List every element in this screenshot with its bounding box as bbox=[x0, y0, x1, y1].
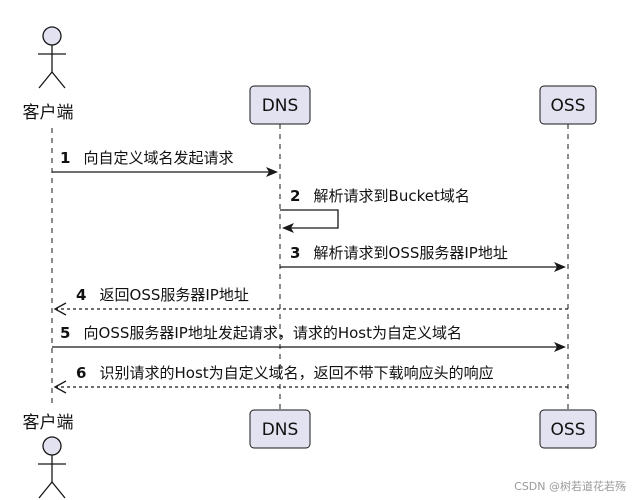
message-4-label: 4 返回OSS服务器IP地址 bbox=[76, 285, 249, 304]
message-6: 6 识别请求的Host为自定义域名，返回不带下载响应头的响应 bbox=[53, 363, 568, 394]
message-3: 3 解析请求到OSS服务器IP地址 bbox=[280, 243, 566, 272]
message-1-label: 1 向自定义域名发起请求 bbox=[60, 148, 234, 167]
message-6-text: 识别请求的Host为自定义域名，返回不带下载响应头的响应 bbox=[100, 364, 494, 382]
message-5-text: 向OSS服务器IP地址发起请求，请求的Host为自定义域名 bbox=[84, 324, 462, 342]
watermark-text: CSDN @树若道花若殇 bbox=[514, 480, 626, 493]
message-5: 5 向OSS服务器IP地址发起请求，请求的Host为自定义域名 bbox=[52, 323, 566, 352]
message-5-label: 5 向OSS服务器IP地址发起请求，请求的Host为自定义域名 bbox=[60, 323, 462, 342]
arrow-left-icon bbox=[282, 223, 294, 233]
client-label-top: 客户端 bbox=[23, 103, 74, 123]
message-1: 1 向自定义域名发起请求 bbox=[52, 148, 278, 177]
client-label-bottom: 客户端 bbox=[23, 413, 74, 433]
message-3-label: 3 解析请求到OSS服务器IP地址 bbox=[290, 243, 508, 262]
oss-participant-bottom: OSS bbox=[539, 409, 597, 449]
message-5-number: 5 bbox=[60, 324, 70, 342]
message-4-text: 返回OSS服务器IP地址 bbox=[100, 286, 249, 304]
dns-label-bottom: DNS bbox=[262, 420, 299, 440]
arrow-right-icon bbox=[554, 342, 566, 352]
message-3-number: 3 bbox=[290, 244, 300, 262]
arrow-left-open-icon bbox=[53, 302, 67, 316]
message-4-number: 4 bbox=[76, 286, 86, 304]
oss-label-bottom: OSS bbox=[551, 420, 586, 440]
arrow-right-icon bbox=[266, 167, 278, 177]
message-6-number: 6 bbox=[76, 364, 86, 382]
message-2-text: 解析请求到Bucket域名 bbox=[314, 187, 470, 205]
oss-participant-top: OSS bbox=[539, 85, 597, 125]
message-2-number: 2 bbox=[290, 187, 300, 205]
message-1-number: 1 bbox=[60, 149, 70, 167]
message-6-label: 6 识别请求的Host为自定义域名，返回不带下载响应头的响应 bbox=[76, 363, 494, 382]
dns-participant-top: DNS bbox=[249, 85, 311, 125]
arrow-right-icon bbox=[554, 262, 566, 272]
message-4: 4 返回OSS服务器IP地址 bbox=[53, 285, 568, 316]
client-actor-top-icon bbox=[38, 26, 66, 89]
client-actor-bottom-icon bbox=[38, 436, 66, 499]
message-2-label: 2 解析请求到Bucket域名 bbox=[290, 186, 470, 205]
dns-label-top: DNS bbox=[262, 96, 299, 116]
message-1-text: 向自定义域名发起请求 bbox=[84, 149, 234, 167]
message-2: 2 解析请求到Bucket域名 bbox=[280, 186, 470, 233]
message-3-text: 解析请求到OSS服务器IP地址 bbox=[314, 244, 508, 262]
oss-label-top: OSS bbox=[551, 96, 586, 116]
dns-participant-bottom: DNS bbox=[249, 409, 311, 449]
arrow-left-open-icon bbox=[53, 380, 67, 394]
